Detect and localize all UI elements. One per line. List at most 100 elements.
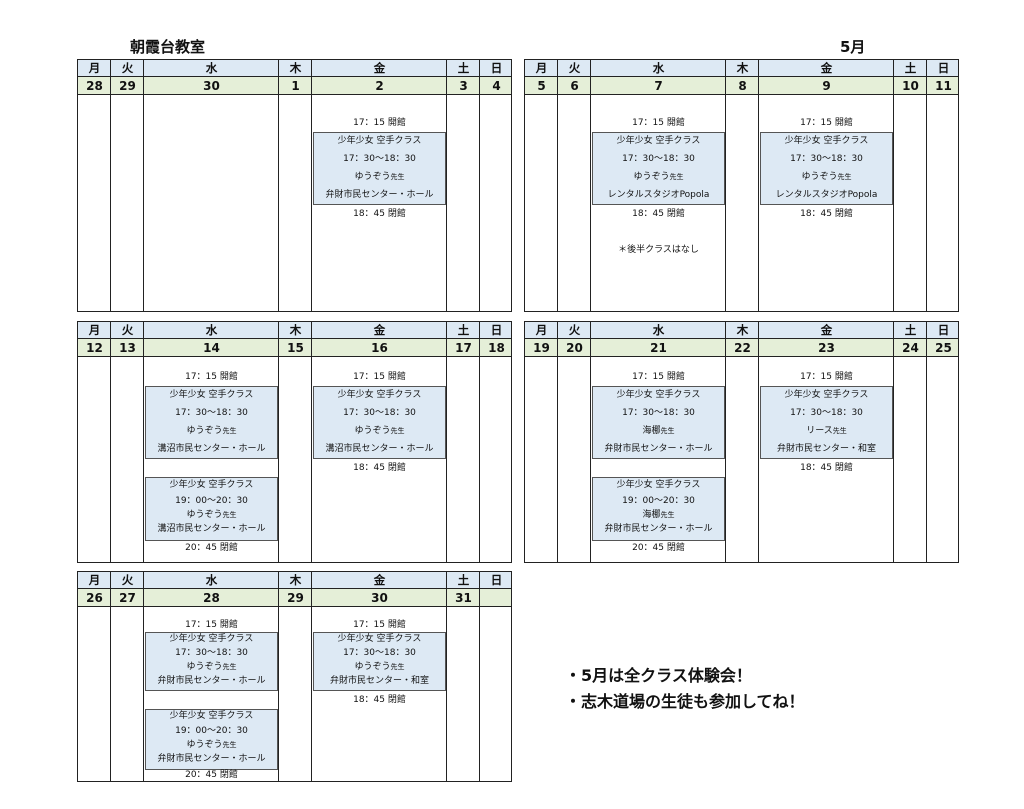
date-cell-wed: 30 — [203, 78, 220, 93]
date-cell-sat: 3 — [459, 78, 468, 93]
weekday-cell-sun: 日 — [490, 61, 503, 75]
weekday-cell-tue: 火 — [121, 573, 134, 587]
column-divider — [278, 322, 279, 562]
date-cell-wed: 21 — [650, 340, 667, 355]
class-name: 少年少女 空手クラス — [616, 480, 701, 490]
note-line: ・5月は全クラス体験会！ — [565, 666, 752, 685]
column-divider — [557, 322, 558, 562]
teacher-name: ゆうぞう — [801, 172, 838, 182]
weekday-cell-wed: 水 — [652, 61, 665, 75]
class-session — [313, 632, 446, 691]
weekday-cell-sat: 土 — [904, 323, 917, 337]
teacher-suffix: 先生 — [390, 173, 405, 181]
date-cell-mon: 28 — [86, 78, 103, 93]
weekday-cell-fri: 金 — [820, 323, 833, 337]
column-divider — [446, 322, 447, 562]
class-time: 17：30〜18：30 — [622, 154, 695, 164]
column-divider — [143, 322, 144, 562]
weekday-cell-sun: 日 — [937, 61, 950, 75]
event-note: ＊後半クラスはなし — [618, 245, 699, 255]
class-name: 少年少女 空手クラス — [169, 711, 254, 721]
open-time: 17：15 開館 — [353, 118, 406, 128]
weekday-cell-sun: 日 — [490, 323, 503, 337]
teacher-line: ゆうぞう先生 — [313, 427, 446, 436]
class-place: 溝沼市民センター・ホール — [157, 444, 266, 454]
class-session — [592, 386, 725, 459]
weekday-row: 月火水木金土日 — [525, 60, 958, 77]
class-session — [145, 632, 278, 691]
column-divider — [110, 572, 111, 781]
weekday-cell-wed: 水 — [205, 323, 218, 337]
date-cell-wed: 28 — [203, 590, 220, 605]
teacher-name: ゆうぞう — [354, 172, 391, 182]
open-time: 17：15 開館 — [353, 620, 406, 630]
teacher-suffix: 先生 — [837, 173, 852, 181]
column-divider — [143, 60, 144, 311]
teacher-line: リース先生 — [760, 427, 893, 436]
teacher-suffix: 先生 — [222, 741, 237, 749]
class-place: レンタルスタジオPopola — [607, 190, 710, 200]
close-time: 18：45 閉館 — [353, 209, 406, 219]
close-time: 20：45 閉館 — [632, 543, 685, 553]
weekday-cell-thu: 木 — [289, 573, 302, 587]
class-time: 17：30〜18：30 — [622, 408, 695, 418]
date-cell-mon: 5 — [537, 78, 546, 93]
date-cell-sat: 24 — [902, 340, 919, 355]
column-divider — [926, 60, 927, 311]
teacher-suffix: 先生 — [222, 427, 237, 435]
note-line: ・志木道場の生徒も参加してね！ — [565, 692, 805, 711]
open-time: 17：15 開館 — [800, 118, 853, 128]
weekday-cell-tue: 火 — [121, 61, 134, 75]
class-place: 弁財市民センター・和室 — [776, 444, 876, 454]
date-cell-sun: 4 — [492, 78, 501, 93]
weekday-cell-mon: 月 — [88, 573, 101, 587]
weekday-cell-fri: 金 — [373, 573, 386, 587]
date-cell-tue: 29 — [119, 78, 136, 93]
date-cell-fri: 2 — [375, 78, 384, 93]
class-name: 少年少女 空手クラス — [337, 390, 422, 400]
class-name: 少年少女 空手クラス — [784, 390, 869, 400]
close-time: 20：45 閉館 — [185, 543, 238, 553]
teacher-line: ゆうぞう先生 — [313, 663, 446, 672]
date-cell-mon: 26 — [86, 590, 103, 605]
date-cell-thu: 22 — [734, 340, 751, 355]
class-time: 19：00〜20：30 — [175, 496, 248, 506]
column-divider — [311, 60, 312, 311]
weekday-cell-wed: 水 — [652, 323, 665, 337]
weekday-cell-sat: 土 — [904, 61, 917, 75]
date-cell-thu: 1 — [291, 78, 300, 93]
teacher-name: ゆうぞう — [186, 426, 223, 436]
class-time: 17：30〜18：30 — [175, 648, 248, 658]
weekday-cell-tue: 火 — [568, 61, 581, 75]
date-cell-sun: 11 — [935, 78, 952, 93]
teacher-suffix: 先生 — [669, 173, 684, 181]
date-cell-thu: 29 — [287, 590, 304, 605]
date-cell-tue: 13 — [119, 340, 136, 355]
teacher-suffix: 先生 — [660, 511, 675, 519]
class-place: 弁財市民センター・ホール — [157, 676, 266, 686]
teacher-suffix: 先生 — [832, 427, 847, 435]
class-place: レンタルスタジオPopola — [775, 190, 878, 200]
class-place: 弁財市民センター・和室 — [329, 676, 429, 686]
weekday-cell-sun: 日 — [937, 323, 950, 337]
class-time: 17：30〜18：30 — [343, 408, 416, 418]
teacher-name: ゆうぞう — [354, 426, 391, 436]
date-cell-sun — [480, 589, 513, 606]
weekday-cell-mon: 月 — [88, 61, 101, 75]
column-divider — [143, 572, 144, 781]
close-time: 18：45 閉館 — [353, 695, 406, 705]
class-session — [760, 132, 893, 205]
close-time: 18：45 閉館 — [353, 463, 406, 473]
teacher-line: ゆうぞう先生 — [313, 173, 446, 182]
weekday-cell-fri: 金 — [820, 61, 833, 75]
class-time: 17：30〜18：30 — [343, 154, 416, 164]
open-time: 17：15 開館 — [185, 372, 238, 382]
class-session — [145, 709, 278, 770]
date-cell-sat: 10 — [902, 78, 919, 93]
date-cell-mon: 19 — [533, 340, 550, 355]
weekday-row: 月火水木金土日 — [78, 572, 511, 589]
